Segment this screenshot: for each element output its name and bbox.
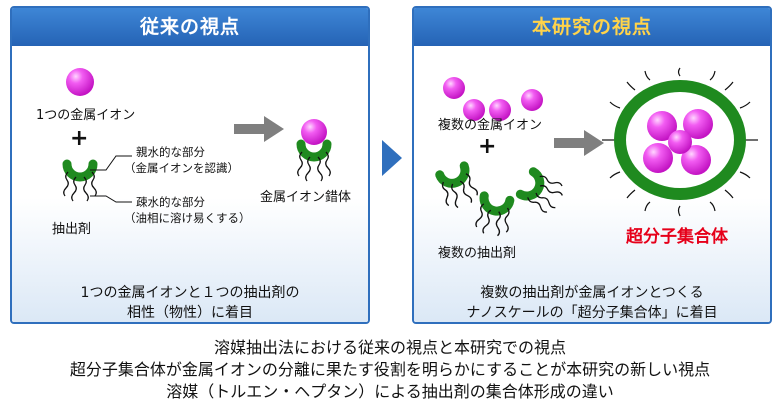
- this-study-caption-line2: ナノスケールの「超分子集合体」に着目: [466, 305, 718, 321]
- hydrophobic-part-note: （油相に溶け易くする）: [124, 211, 251, 225]
- extractant-label: 抽出剤: [52, 222, 92, 237]
- supramolecular-assembly-icon: [602, 67, 758, 217]
- hydrophilic-part-label: 親水的な部分: [136, 145, 205, 159]
- multiple-metal-ions-icon: [443, 77, 543, 121]
- multiple-extractants-label: 複数の抽出剤: [438, 246, 517, 261]
- this-study-view-body: 複数の金属イオン + 複数の抽出剤: [414, 46, 770, 322]
- metal-ion-icon: [66, 68, 94, 96]
- chevron-right-icon: [382, 140, 402, 176]
- plus-sign: +: [70, 126, 89, 151]
- conventional-caption-line1: 1つの金属イオンと１つの抽出剤の: [80, 285, 300, 301]
- bracket-lines: [90, 155, 132, 203]
- figure-caption-line3: 溶媒（トルエン・ヘプタン）による抽出剤の集合体形成の違い: [166, 382, 614, 401]
- figure-caption-line1: 溶媒抽出法における従来の視点と本研究での視点: [213, 338, 566, 357]
- conventional-caption-line2: 相性（物性）に着目: [127, 305, 253, 321]
- this-study-view-title: 本研究の視点: [531, 16, 652, 38]
- conventional-view-body: 1つの金属イオン + 抽出剤 親水的な部分 （金属イオンを認識） 疎水的な部分 …: [12, 46, 368, 322]
- arrow-right-icon-2: [554, 130, 604, 156]
- this-study-caption-line1: 複数の抽出剤が金属イオンとつくる: [480, 285, 704, 301]
- conventional-view-panel: 従来の視点 1つの金属イオン + 抽出剤 親水的な部分 （金属イオンを認識） 疎…: [10, 6, 370, 324]
- conventional-view-title: 従来の視点: [12, 8, 368, 46]
- figure-caption-line2: 超分子集合体が金属イオンの分離に果たす役割を明らかにすることが本研究の新しい視点: [69, 360, 711, 379]
- metal-ion-complex-icon: [284, 119, 354, 188]
- multiple-extractants-icon: [424, 156, 574, 246]
- this-study-view-header: 本研究の視点: [414, 8, 770, 46]
- multiple-metal-ions-label: 複数の金属イオン: [438, 118, 543, 133]
- supramolecular-assembly-label: 超分子集合体: [626, 227, 728, 247]
- plus-sign-right: +: [478, 134, 497, 159]
- this-study-view-panel: 本研究の視点 複数の金属イオン + 複数の抽出剤: [412, 6, 772, 324]
- arrow-right-icon: [234, 116, 284, 142]
- single-metal-ion-label: 1つの金属イオン: [36, 108, 136, 123]
- hydrophilic-part-note: （金属イオンを認識）: [124, 161, 239, 175]
- hydrophobic-part-label: 疎水的な部分: [136, 195, 205, 209]
- metal-ion-complex-label: 金属イオン錯体: [260, 190, 352, 205]
